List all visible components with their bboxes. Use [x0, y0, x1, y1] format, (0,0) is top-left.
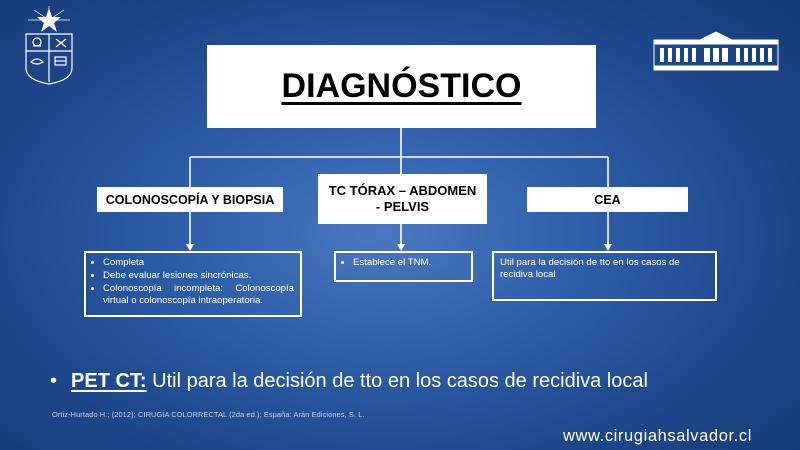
citation: Ortiz-Hurtado H.; (2012); CIRUGÍA COLORR… [52, 410, 365, 419]
arrow-tc [397, 244, 405, 251]
arrow-cea [604, 244, 612, 251]
pet-ct-bullet: • PET CT: Util para la decisión de tto en… [50, 370, 648, 393]
list-item: Establece el TNM. [353, 257, 465, 269]
title-box: DIAGNÓSTICO [207, 45, 596, 128]
branch-box-tc: TC TÓRAX – ABDOMEN - PELVIS [318, 174, 487, 224]
website-url: www.cirugiahsalvador.cl [563, 427, 752, 445]
pet-ct-label: PET CT: [71, 370, 147, 392]
list-item: Completa [103, 257, 294, 269]
pet-ct-text: Util para la decisión de tto en los caso… [146, 370, 648, 392]
branch-label-tc: TC TÓRAX – ABDOMEN - PELVIS [328, 183, 477, 214]
detail-list-colonoscopia: Completa Debe evaluar lesiones sincrónic… [92, 257, 294, 307]
arrow-colonoscopia [186, 244, 194, 251]
hospital-building-icon [653, 31, 779, 71]
detail-list-tc: Establece el TNM. [342, 257, 465, 269]
detail-text-cea: Util para la decisión de tto en los caso… [500, 257, 680, 280]
detail-box-cea: Util para la decisión de tto en los caso… [492, 251, 717, 301]
detail-box-colonoscopia: Completa Debe evaluar lesiones sincrónic… [84, 251, 302, 317]
bullet-dot-icon: • [50, 370, 58, 392]
detail-box-tc: Establece el TNM. [334, 251, 473, 282]
branch-label-colonoscopia: COLONOSCOPÍA Y BIOPSIA [105, 192, 275, 207]
university-crest-icon [25, 6, 73, 85]
branch-box-cea: CEA [527, 187, 688, 212]
branch-box-colonoscopia: COLONOSCOPÍA Y BIOPSIA [97, 187, 283, 212]
branch-label-cea: CEA [594, 192, 621, 207]
list-item: Debe evaluar lesiones sincrónicas. [103, 270, 294, 282]
list-item: Colonoscopía incompleta: Colonoscopía vi… [103, 283, 294, 307]
page-title: DIAGNÓSTICO [281, 67, 522, 105]
